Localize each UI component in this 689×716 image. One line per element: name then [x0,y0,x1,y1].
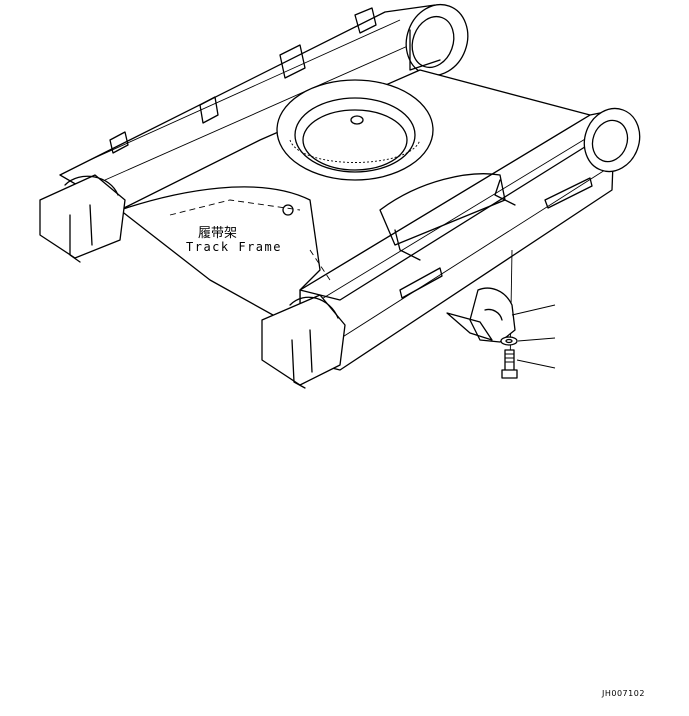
hidden-outline [169,199,331,281]
part-label-english: Track Frame [186,240,282,254]
front-right-end-housing [583,107,641,173]
leader-line-bracket [511,304,556,316]
leader-line-bolt [516,359,556,369]
leader-line-washer [517,337,556,342]
washer [500,336,518,346]
part-label-chinese: 履带架 [198,226,238,241]
left-end-housing-rear [39,174,126,263]
bolt [501,349,518,379]
rear-right-end-housing [405,3,469,77]
document-id: JH007102 [602,689,645,698]
swing-circle [276,79,434,181]
guard-bracket [446,287,516,343]
left-end-housing-front [261,294,346,389]
